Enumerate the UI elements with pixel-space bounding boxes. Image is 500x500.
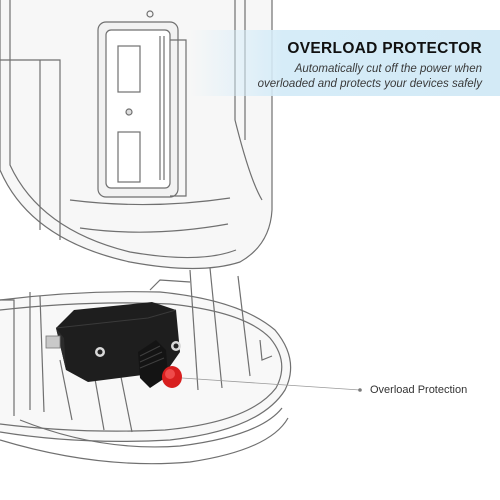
banner-description: Automatically cut off the power when ove… bbox=[202, 62, 482, 92]
reset-button bbox=[162, 366, 182, 388]
banner-description-line-2: overloaded and protects your devices saf… bbox=[257, 78, 482, 90]
banner-description-line-1: Automatically cut off the power when bbox=[294, 63, 482, 75]
callout-leader-line bbox=[181, 377, 362, 392]
banner-backdrop bbox=[190, 30, 500, 96]
callout-label: Overload Protection bbox=[370, 384, 468, 396]
overload-protector-module bbox=[45, 302, 181, 388]
banner-title: OVERLOAD PROTECTOR bbox=[287, 40, 482, 57]
